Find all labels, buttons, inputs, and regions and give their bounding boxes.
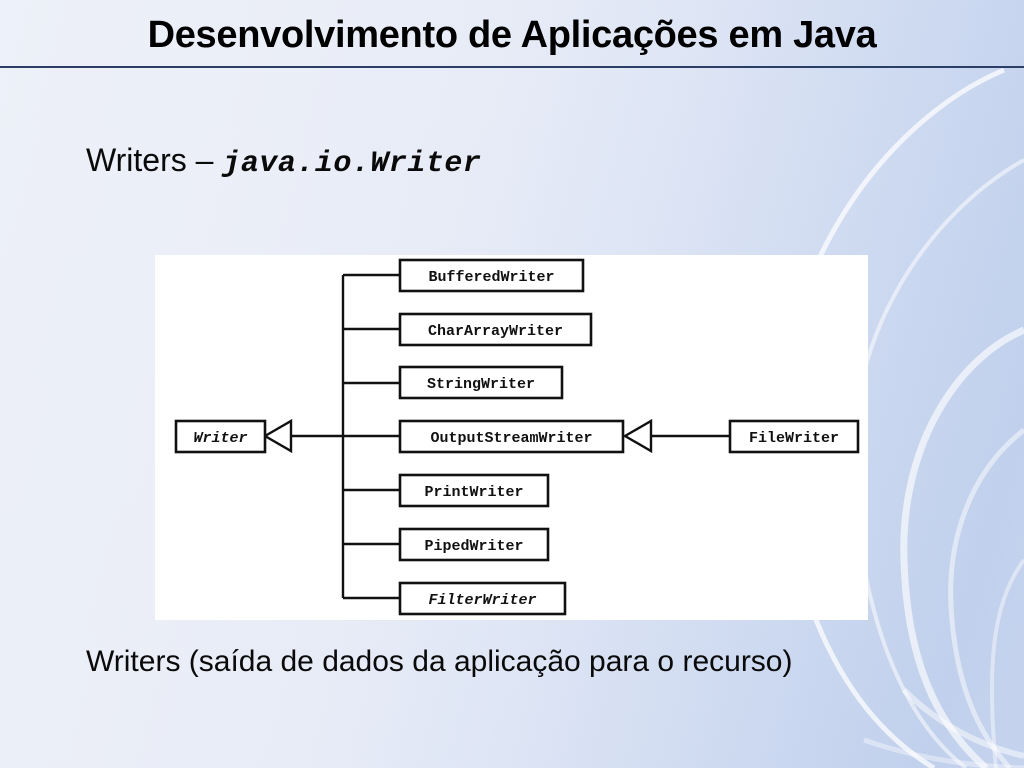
uml-class-box [398,473,550,508]
uml-class-chararraywriter[interactable]: CharArrayWriter [398,312,593,347]
uml-class-filewriter[interactable]: FileWriter [728,419,860,454]
uml-class-hierarchy-diagram: Writer BufferedWriter CharArrayWriter St… [174,258,860,616]
uml-class-box [398,365,564,400]
uml-class-outputstreamwriter[interactable]: OutputStreamWriter [398,419,625,454]
uml-class-bufferedwriter[interactable]: BufferedWriter [398,258,585,293]
diagram-panel: Writer BufferedWriter CharArrayWriter St… [155,255,868,620]
uml-class-printwriter[interactable]: PrintWriter [398,473,550,508]
uml-class-box [398,312,593,347]
uml-class-box [728,419,860,454]
title-underline-rule [0,66,1024,68]
uml-class-box [398,258,585,293]
generalization-arrowhead-outputstreamwriter [622,418,653,454]
uml-class-label: FileWriter [749,430,839,447]
uml-class-label: PipedWriter [424,538,523,555]
subtitle-prefix: Writers – [86,142,223,178]
generalization-arrowhead-writer [262,418,293,454]
uml-class-pipedwriter[interactable]: PipedWriter [398,527,550,562]
subtitle: Writers – java.io.Writer [86,142,481,181]
page-title: Desenvolvimento de Aplicações em Java [147,14,877,56]
uml-class-box [174,419,267,454]
caption: Writers (saída de dados da aplicação par… [86,645,793,678]
uml-class-box [398,419,625,454]
uml-class-writer[interactable]: Writer [174,419,267,454]
uml-class-stringwriter[interactable]: StringWriter [398,365,564,400]
uml-class-label: BufferedWriter [428,269,554,286]
uml-class-box [398,527,550,562]
title-band: Desenvolvimento de Aplicações em Java [0,0,1024,70]
uml-class-label: PrintWriter [424,484,523,501]
uml-class-filterwriter[interactable]: FilterWriter [398,581,567,616]
uml-class-label: CharArrayWriter [428,323,563,340]
uml-class-box [398,581,567,616]
uml-class-label: Writer [193,430,247,447]
subtitle-code: java.io.Writer [222,147,482,181]
uml-class-label: StringWriter [427,376,535,393]
uml-class-label: FilterWriter [428,592,536,609]
connector-lines [289,273,730,600]
uml-class-label: OutputStreamWriter [430,430,592,447]
